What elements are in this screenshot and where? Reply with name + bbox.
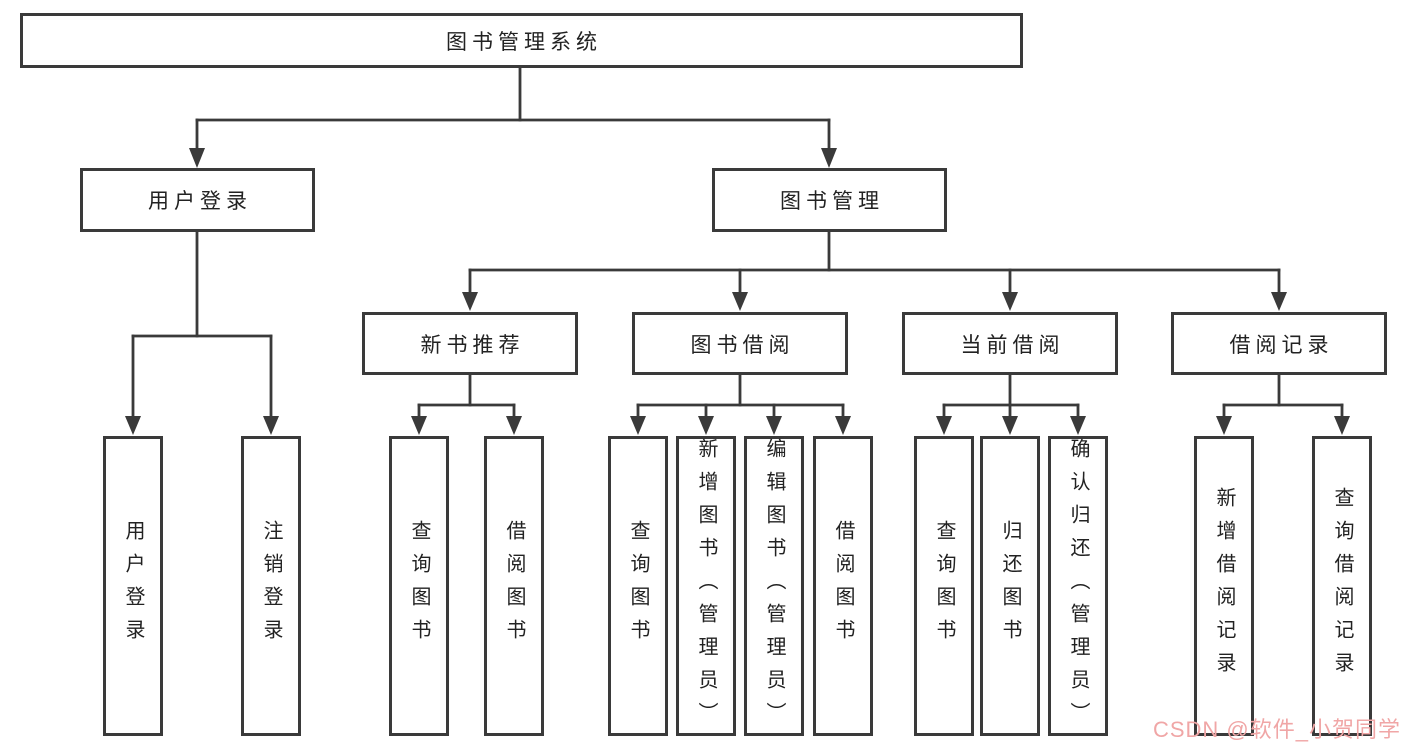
node-new-book-recommend-label: 新书推荐 — [420, 333, 525, 357]
leaf-query-books-borrow: 查询图书 — [608, 436, 668, 736]
leaf-return-books-label: 归还图书 — [999, 520, 1021, 652]
leaf-user-login-label: 用户登录 — [122, 520, 144, 652]
leaf-add-books-admin-label: 新增图书（管理员） — [695, 437, 717, 735]
leaf-borrow-books-label: 借阅图书 — [832, 520, 854, 652]
leaf-query-books-recommend: 查询图书 — [389, 436, 449, 736]
leaf-user-login: 用户登录 — [103, 436, 163, 736]
leaf-borrow-books-recommend: 借阅图书 — [484, 436, 544, 736]
node-user-login: 用户登录 — [80, 168, 315, 232]
arrowheads — [125, 148, 1350, 435]
node-borrow-records: 借阅记录 — [1171, 312, 1387, 375]
leaf-confirm-return-admin: 确认归还（管理员） — [1048, 436, 1108, 736]
leaf-add-borrow-record-label: 新增借阅记录 — [1213, 487, 1235, 685]
node-user-login-label: 用户登录 — [148, 190, 252, 213]
node-root-system: 图书管理系统 — [20, 13, 1023, 68]
leaf-add-borrow-record: 新增借阅记录 — [1194, 436, 1254, 736]
node-root-label: 图书管理系统 — [446, 30, 602, 54]
leaf-query-borrow-record-label: 查询借阅记录 — [1331, 487, 1353, 685]
leaf-query-books-current: 查询图书 — [914, 436, 974, 736]
leaf-logout-label: 注销登录 — [260, 520, 282, 652]
node-book-borrowing: 图书借阅 — [632, 312, 848, 375]
leaf-query-books-recommend-label: 查询图书 — [408, 520, 430, 652]
node-book-management-label: 图书管理 — [780, 190, 884, 213]
node-new-book-recommend: 新书推荐 — [362, 312, 578, 375]
node-book-borrowing-label: 图书借阅 — [690, 333, 795, 357]
node-borrow-records-label: 借阅记录 — [1229, 333, 1334, 357]
leaf-edit-books-admin: 编辑图书（管理员） — [744, 436, 804, 736]
csdn-watermark: CSDN @软件_小贺同学 — [1152, 717, 1401, 742]
leaf-edit-books-admin-label: 编辑图书（管理员） — [763, 437, 785, 735]
node-current-borrowing-label: 当前借阅 — [960, 333, 1065, 357]
leaf-logout: 注销登录 — [241, 436, 301, 736]
leaf-query-books-current-label: 查询图书 — [933, 520, 955, 652]
leaf-query-borrow-record: 查询借阅记录 — [1312, 436, 1372, 736]
leaf-return-books: 归还图书 — [980, 436, 1040, 736]
leaf-borrow-books: 借阅图书 — [813, 436, 873, 736]
leaf-borrow-books-recommend-label: 借阅图书 — [503, 520, 525, 652]
leaf-add-books-admin: 新增图书（管理员） — [676, 436, 736, 736]
node-book-management: 图书管理 — [712, 168, 947, 232]
leaf-query-books-borrow-label: 查询图书 — [627, 520, 649, 652]
leaf-confirm-return-admin-label: 确认归还（管理员） — [1067, 437, 1089, 735]
node-current-borrowing: 当前借阅 — [902, 312, 1118, 375]
